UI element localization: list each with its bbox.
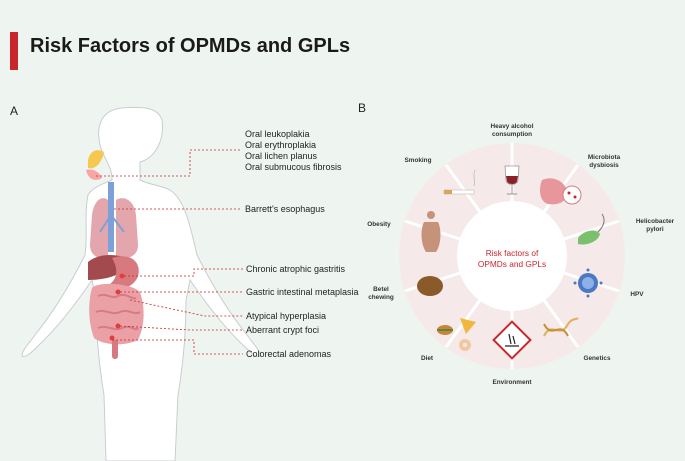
- sinus-region: [88, 150, 104, 169]
- title-accent-bar: [10, 32, 18, 70]
- factor-microbiota-line1: Microbiota: [587, 154, 621, 161]
- stomach: [110, 256, 139, 289]
- helicobacter-icon: [578, 213, 605, 245]
- factor-obesity: Obesity: [367, 221, 391, 228]
- factor-betel-line2: chewing: [368, 294, 394, 301]
- leader-lines: [96, 149, 243, 355]
- factor-smoking: Smoking: [404, 157, 432, 164]
- crypt-marker: [115, 323, 121, 329]
- label-oral-lichen-planus: Oral lichen planus: [245, 151, 318, 161]
- gut-bacteria-icon: [540, 178, 582, 205]
- factor-hpv: HPV: [630, 291, 644, 298]
- panel-a-label: A: [10, 104, 19, 118]
- adenoma-marker: [109, 335, 115, 341]
- betel-nut-icon: [417, 276, 443, 296]
- cigarette-icon: [443, 169, 476, 195]
- left-lung: [90, 198, 108, 259]
- right-lung: [116, 198, 138, 259]
- factor-genetics: Genetics: [583, 355, 611, 362]
- label-aberrant-crypt-foci: Aberrant crypt foci: [246, 325, 320, 335]
- label-colorectal-adenomas: Colorectal adenomas: [246, 349, 332, 359]
- label-oral-leukoplakia: Oral leukoplakia: [245, 129, 310, 139]
- stomach-marker: [119, 273, 125, 279]
- factor-helicobacter-line2: pylori: [646, 226, 664, 233]
- dna-icon: [543, 317, 579, 337]
- factor-alcohol-line1: Heavy alcohol: [490, 123, 534, 130]
- factor-microbiota-line2: dysbiosis: [589, 162, 619, 169]
- label-atypical-hyperplasia: Atypical hyperplasia: [246, 311, 327, 321]
- factor-helicobacter-line1: Helicobacter: [635, 218, 675, 225]
- factor-betel-line1: Betel: [373, 286, 389, 293]
- wine-glass-icon: [504, 165, 520, 195]
- factor-alcohol-line2: consumption: [491, 131, 533, 138]
- wheel-center-line1: Risk factors of: [485, 248, 539, 258]
- label-oral-erythroplakia: Oral erythroplakia: [245, 140, 317, 150]
- food-icon: [437, 318, 476, 351]
- rectum: [112, 340, 118, 359]
- label-oral-submucous-fibrosis: Oral submucous fibrosis: [245, 162, 342, 172]
- virus-icon: [573, 268, 603, 298]
- environment-hazard-icon: [492, 320, 532, 360]
- intestine-coils: [95, 293, 141, 331]
- oral-cavity: [86, 169, 102, 180]
- esophagus: [108, 182, 114, 252]
- label-chronic-atrophic-gastritis: Chronic atrophic gastritis: [246, 264, 346, 274]
- label-gastric-intestinal-metaplasia: Gastric intestinal metaplasia: [246, 287, 359, 297]
- metaplasia-marker: [115, 289, 121, 295]
- body-silhouette: [21, 106, 261, 461]
- wheel-center-line2: OPMDs and GPLs: [477, 259, 547, 269]
- bronchi: [99, 214, 125, 233]
- factor-environment: Environment: [492, 379, 532, 386]
- panel-b-label: B: [358, 101, 367, 115]
- obese-person-icon: [421, 211, 441, 252]
- factor-diet: Diet: [420, 355, 434, 362]
- label-barretts-esophagus: Barrett's esophagus: [245, 204, 325, 214]
- page-title: Risk Factors of OPMDs and GPLs: [30, 35, 351, 57]
- wheel-center: [457, 201, 567, 311]
- intestines: [89, 283, 144, 345]
